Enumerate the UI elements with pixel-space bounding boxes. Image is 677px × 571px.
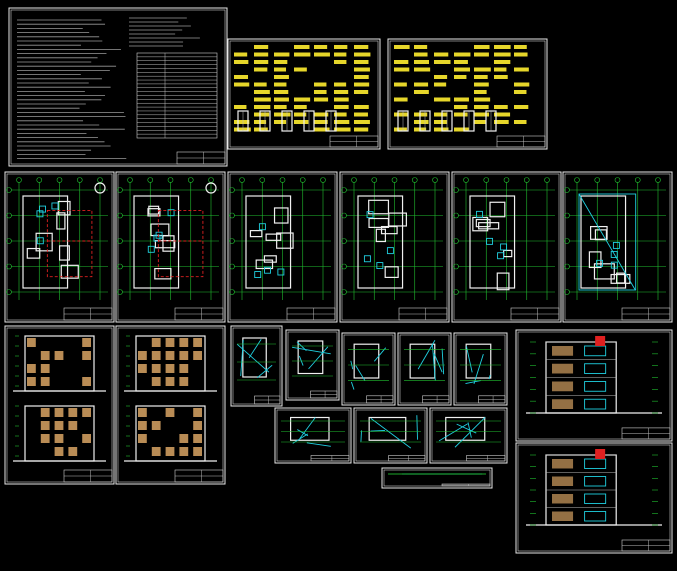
- plan-outline: [22, 195, 69, 289]
- sheet-floor-plan-4[interactable]: [339, 171, 450, 323]
- sheet-border: [285, 329, 340, 401]
- sheet-border: [274, 407, 352, 464]
- sheet-elevation-b[interactable]: [115, 325, 226, 485]
- sheet-design-notes[interactable]: [8, 7, 228, 167]
- sheet-border: [397, 332, 452, 406]
- sheet-floor-plan-2[interactable]: [115, 171, 226, 323]
- sheet-border: [515, 442, 673, 554]
- sheet-border: [4, 325, 115, 485]
- sheet-detail-1[interactable]: [230, 325, 283, 407]
- sheet-border: [381, 467, 493, 489]
- plan-outline: [245, 195, 292, 289]
- sheet-border: [8, 7, 228, 167]
- sheet-floor-plan-5[interactable]: [451, 171, 562, 323]
- sheet-border: [451, 171, 562, 323]
- sheet-border: [115, 171, 226, 323]
- sheet-border: [341, 332, 396, 406]
- sheet-border: [339, 171, 450, 323]
- sheet-border: [387, 38, 548, 150]
- sheet-floor-plan-3[interactable]: [227, 171, 338, 323]
- sheet-door-window-schedule-a[interactable]: [227, 38, 381, 150]
- plan-outline: [580, 195, 627, 289]
- sheet-border: [115, 325, 226, 485]
- sheet-border: [227, 38, 381, 150]
- plan-outline: [469, 195, 516, 289]
- north-arrow-icon: [94, 182, 106, 194]
- sheet-border: [562, 171, 673, 323]
- sheet-detail-2[interactable]: [285, 329, 340, 401]
- sheet-border: [429, 407, 508, 464]
- plan-outline: [357, 195, 404, 289]
- sheet-border: [227, 171, 338, 323]
- sheet-detail-4[interactable]: [397, 332, 452, 406]
- sheet-door-window-schedule-b[interactable]: [387, 38, 548, 150]
- sheet-roof-plan[interactable]: [562, 171, 673, 323]
- sheet-detail-3[interactable]: [341, 332, 396, 406]
- sheet-detail-6[interactable]: [274, 407, 352, 464]
- sheet-detail-9[interactable]: [381, 467, 493, 489]
- sheet-elevation-a[interactable]: [4, 325, 115, 485]
- sheet-border: [515, 329, 673, 442]
- sheet-border: [453, 332, 508, 406]
- sheet-border: [230, 325, 283, 407]
- sheet-detail-8[interactable]: [429, 407, 508, 464]
- sheet-detail-5[interactable]: [453, 332, 508, 406]
- sheet-section[interactable]: [515, 329, 673, 442]
- sheet-floor-plan-1[interactable]: [4, 171, 115, 323]
- sheet-side-elevation[interactable]: [515, 442, 673, 554]
- plan-outline: [133, 195, 180, 289]
- north-arrow-icon: [205, 182, 217, 194]
- sheet-detail-7[interactable]: [353, 407, 428, 464]
- sheet-border: [353, 407, 428, 464]
- sheet-border: [4, 171, 115, 323]
- sheets-layer: [4, 7, 673, 554]
